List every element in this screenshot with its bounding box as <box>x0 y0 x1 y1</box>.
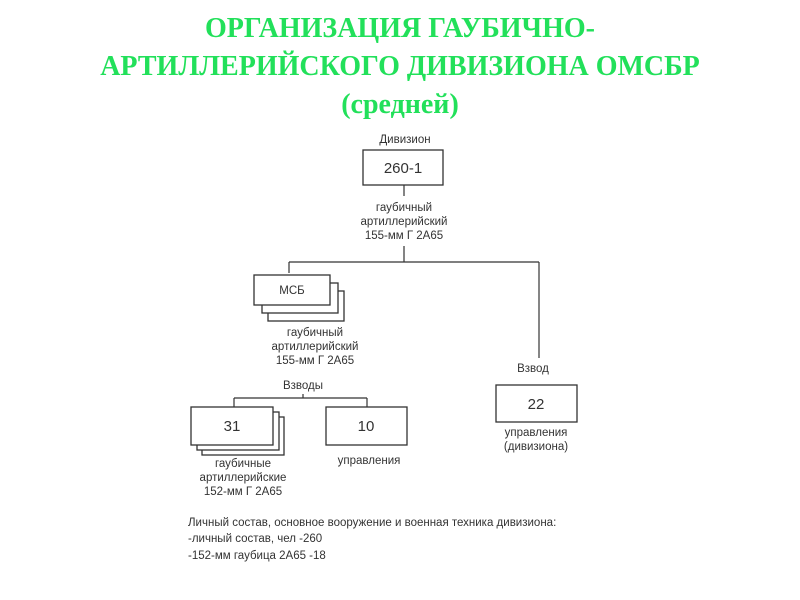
division-box <box>362 149 444 186</box>
firing-platoon-desc-2: артиллерийские <box>200 472 287 484</box>
battery-box <box>253 274 331 306</box>
summary-line-2: -личный состав, чел -260 <box>188 533 322 545</box>
firing-platoon-desc-1: гаубичные <box>215 458 271 470</box>
title-line-3: (средней) <box>341 89 459 120</box>
slide-title: ОРГАНИЗАЦИЯ ГАУБИЧНО- АРТИЛЛЕРИЙСКОГО ДИ… <box>0 10 800 124</box>
hq-platoon-header: Взвод <box>517 363 549 375</box>
firing-platoon-value: 31 <box>224 418 241 435</box>
hq-platoon-desc-1: управления <box>505 427 568 439</box>
division-desc-3: 155-мм Г 2А65 <box>365 230 443 242</box>
battery-desc-1: гаубичный <box>287 327 343 339</box>
title-line-2: АРТИЛЛЕРИЙСКОГО ДИВИЗИОНА ОМСБР <box>100 51 700 82</box>
battery-desc-2: артиллерийский <box>272 341 359 353</box>
title-line-1: ОРГАНИЗАЦИЯ ГАУБИЧНО- <box>204 13 595 44</box>
battery-desc-3: 155-мм Г 2А65 <box>276 355 354 367</box>
control-platoon-box <box>325 406 408 446</box>
battery-label: МСБ <box>279 285 304 297</box>
control-platoon-value: 10 <box>358 418 375 435</box>
division-desc-1: гаубичный <box>376 202 432 214</box>
control-platoon-desc-1: управления <box>338 455 401 467</box>
division-value: 260-1 <box>384 160 422 177</box>
platoons-header: Взводы <box>283 380 323 392</box>
hq-platoon-value: 22 <box>528 396 545 413</box>
firing-platoon-box <box>190 406 274 446</box>
summary-line-1: Личный состав, основное вооружение и вое… <box>188 517 556 529</box>
division-header: Дивизион <box>379 134 430 146</box>
hq-platoon-box <box>495 384 578 423</box>
hq-platoon-desc-2: (дивизиона) <box>504 441 568 453</box>
division-desc-2: артиллерийский <box>361 216 448 228</box>
firing-platoon-desc-3: 152-мм Г 2А65 <box>204 486 282 498</box>
summary-line-3: -152-мм гаубица 2А65 -18 <box>188 550 326 562</box>
